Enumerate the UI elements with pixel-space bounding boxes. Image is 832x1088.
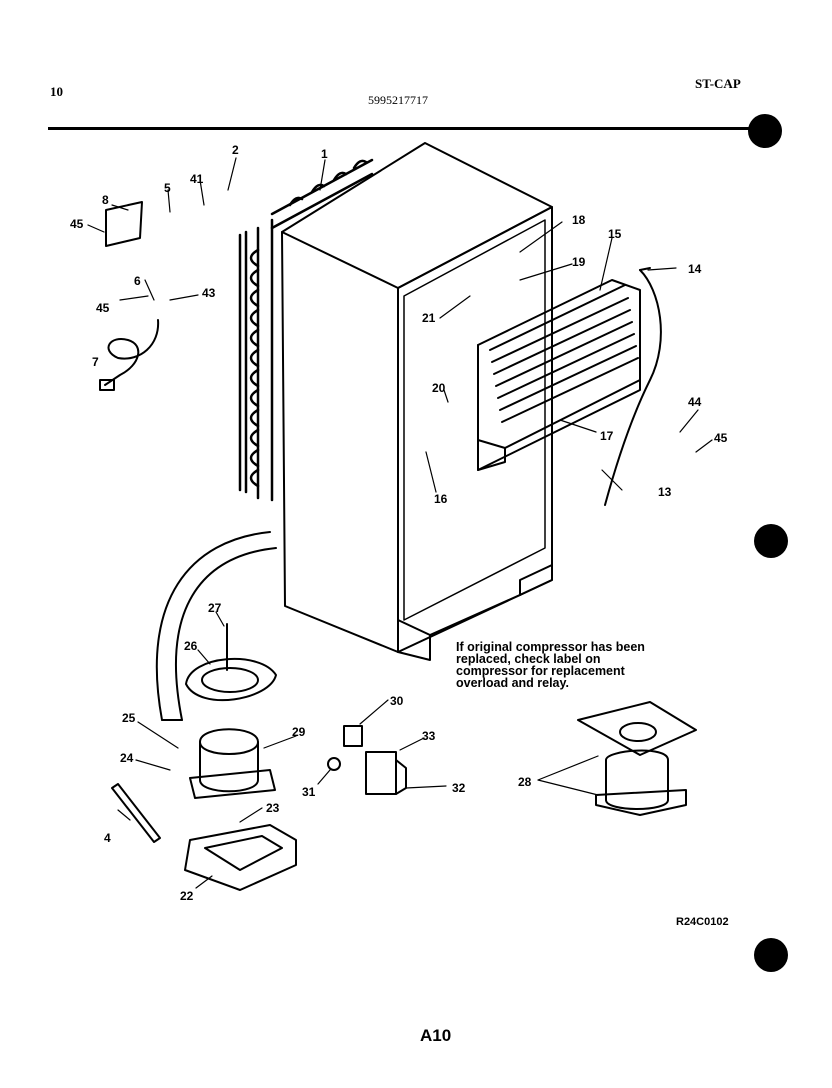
- callout-41: 41: [190, 172, 204, 186]
- callout-20: 20: [432, 381, 446, 395]
- compressor: [189, 728, 276, 799]
- callout-45c: 45: [96, 301, 110, 315]
- bracket: [105, 201, 143, 247]
- callout-1: 1: [321, 147, 328, 161]
- relay-overload: [327, 725, 407, 795]
- callout-14: 14: [688, 262, 702, 276]
- callout-43: 43: [202, 286, 216, 300]
- header-rule: [48, 127, 758, 130]
- drain-tube: [155, 531, 277, 721]
- replacement-compressor: [577, 701, 697, 816]
- model-number: 5995217717: [368, 93, 428, 107]
- callout-33: 33: [422, 729, 436, 743]
- evaporator: [477, 279, 641, 471]
- binder-hole-bottom: [754, 938, 788, 972]
- callout-30: 30: [390, 694, 404, 708]
- footer-page-number: A10: [420, 1026, 452, 1045]
- drain-pan: [185, 623, 277, 702]
- callout-4: 4: [104, 831, 111, 845]
- callout-32: 32: [452, 781, 466, 795]
- callout-17: 17: [600, 429, 614, 443]
- callout-21: 21: [422, 311, 436, 325]
- mounting-strap: [111, 783, 161, 843]
- callout-8: 8: [102, 193, 109, 207]
- callout-15: 15: [608, 227, 622, 241]
- binder-hole-middle: [754, 524, 788, 558]
- page-number: 10: [50, 84, 63, 99]
- callout-16: 16: [434, 492, 448, 506]
- callout-31: 31: [302, 785, 316, 799]
- callout-29: 29: [292, 725, 306, 739]
- callout-45b: 45: [70, 217, 84, 231]
- tubing: [604, 267, 662, 506]
- callout-28: 28: [518, 775, 532, 789]
- callout-24: 24: [120, 751, 134, 765]
- callout-6: 6: [134, 274, 141, 288]
- callout-44: 44: [688, 395, 702, 409]
- base-plate: [184, 824, 297, 891]
- callout-2: 2: [232, 143, 239, 157]
- callout-22: 22: [180, 889, 194, 903]
- callout-18: 18: [572, 213, 586, 227]
- drawing-code: R24C0102: [676, 916, 729, 928]
- refrigerator-cabinet: [281, 142, 553, 661]
- callout-26: 26: [184, 639, 198, 653]
- callout-5: 5: [164, 181, 171, 195]
- binder-hole-top: [748, 114, 782, 148]
- callout-27: 27: [208, 601, 222, 615]
- condenser-coil: [238, 158, 374, 502]
- leader-lines: [87, 157, 713, 889]
- callout-7: 7: [92, 355, 99, 369]
- callout-labels: 1 2 4 5 6 7 8 13 14 15 16 17 18 19 20 21…: [70, 143, 728, 903]
- callout-13: 13: [658, 485, 672, 499]
- section-label: ST-CAP: [695, 76, 741, 91]
- callout-25: 25: [122, 711, 136, 725]
- power-cord: [99, 319, 160, 391]
- callout-23: 23: [266, 801, 280, 815]
- callout-45a: 45: [714, 431, 728, 445]
- compressor-note: If original compressor has been replaced…: [456, 640, 645, 690]
- callout-19: 19: [572, 255, 586, 269]
